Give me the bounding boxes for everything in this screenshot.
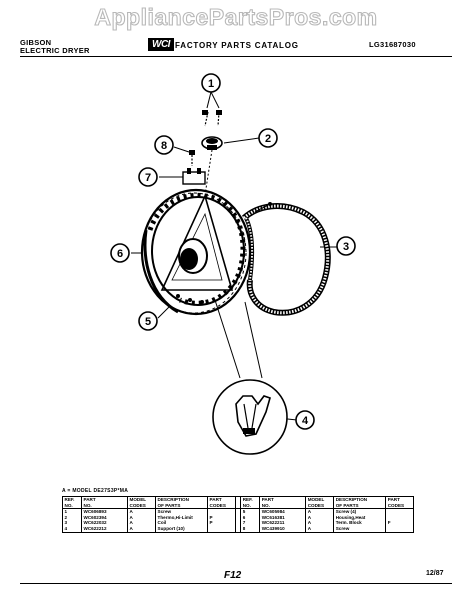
callout-8: 8 — [154, 135, 174, 155]
screw-part-1 — [202, 110, 222, 127]
part-code — [207, 525, 236, 533]
header-ref-no-right: REF.NO. — [240, 495, 261, 510]
ref-no: 2 — [61, 514, 83, 521]
header-ref-no: REF.NO. — [61, 495, 83, 510]
callout-2: 2 — [258, 128, 278, 148]
page-code: F12 — [224, 570, 242, 581]
ref-no: 1 — [61, 508, 83, 515]
header-rule — [20, 56, 452, 57]
callout-5: 5 — [138, 311, 158, 331]
wci-logo: WCI — [148, 38, 174, 51]
model-code: A — [305, 525, 335, 533]
ref-no: 8 — [240, 525, 261, 533]
description: Term. Block — [333, 520, 387, 526]
table-gap — [234, 525, 242, 533]
footer-rule — [20, 583, 452, 584]
callout-7: 7 — [138, 167, 158, 187]
watermark: AppliancePartsPros.com — [94, 3, 378, 30]
part-code — [385, 525, 414, 533]
svg-text:7: 7 — [145, 172, 151, 184]
part-code — [385, 508, 414, 515]
product-type: ELECTRIC DRYER — [20, 46, 90, 55]
part-code: F — [385, 520, 414, 526]
svg-text:1: 1 — [208, 78, 214, 90]
ref-no: 7 — [240, 520, 261, 526]
table-gap — [234, 508, 242, 515]
model-code: A — [305, 520, 335, 526]
model-code: A — [127, 520, 157, 526]
model-code: A — [127, 525, 157, 533]
svg-text:4: 4 — [302, 415, 309, 427]
ref-no: 5 — [240, 508, 261, 515]
svg-text:6: 6 — [117, 248, 123, 260]
svg-text:5: 5 — [145, 316, 151, 328]
callout-6: 6 — [110, 243, 130, 263]
description: Screw (4) — [333, 508, 387, 515]
table-row: 3 WC622032 A Coil P 7 WC622211 A Term. B… — [61, 520, 414, 526]
heater-housing-part-6 — [140, 188, 252, 316]
brand-block: GIBSON ELECTRIC DRYER — [20, 39, 90, 55]
table-row: 2 WC602394 A Thermo,Hi-Limit P 6 WC61638… — [61, 514, 414, 521]
ref-no: 4 — [61, 525, 83, 533]
ref-no: 6 — [240, 514, 261, 521]
table-gap — [234, 520, 242, 526]
model-note: A = MODEL DE27S3P*MA — [62, 488, 129, 494]
table-gap — [234, 495, 242, 510]
description: Support (10) — [155, 525, 209, 533]
table-row: 4 WC622212 A Support (10) 8 WC439910 A S… — [61, 525, 414, 533]
svg-text:8: 8 — [161, 140, 167, 152]
page-date: 12/87 — [426, 570, 444, 577]
heater-coil-part-3 — [241, 202, 331, 316]
table-gap — [234, 514, 242, 521]
svg-text:2: 2 — [265, 133, 271, 145]
ref-no: 3 — [61, 520, 83, 526]
terminal-block-part-7 — [182, 150, 206, 185]
svg-text:3: 3 — [343, 241, 349, 253]
description: Thermo,Hi-Limit — [155, 514, 209, 521]
description: Screw — [155, 508, 209, 515]
description: Housing,Heat — [333, 514, 387, 521]
leader-lines — [131, 91, 338, 421]
model-code: A — [305, 514, 335, 521]
catalog-title: FACTORY PARTS CATALOG — [175, 41, 299, 50]
support-clip-part-4 — [235, 395, 271, 437]
part-no: WC622212 — [81, 525, 129, 533]
description: Screw — [333, 525, 387, 533]
screws-part-5 — [176, 294, 204, 304]
callout-4: 4 — [295, 410, 315, 430]
brand-name: GIBSON — [20, 38, 52, 47]
model-code: A — [305, 508, 335, 515]
catalog-number: LG31687030 — [369, 40, 416, 49]
description: Coil — [155, 520, 209, 526]
model-code: A — [127, 514, 157, 521]
part-code — [385, 514, 414, 521]
table-row: 1 WC606893 A Screw 5 WC605984 A Screw (4… — [61, 508, 414, 515]
thermostat-part-2 — [201, 136, 223, 150]
part-no: WC439910 — [259, 525, 307, 533]
callout-1: 1 — [201, 73, 221, 93]
callout-3: 3 — [336, 236, 356, 256]
model-code: A — [127, 508, 157, 515]
